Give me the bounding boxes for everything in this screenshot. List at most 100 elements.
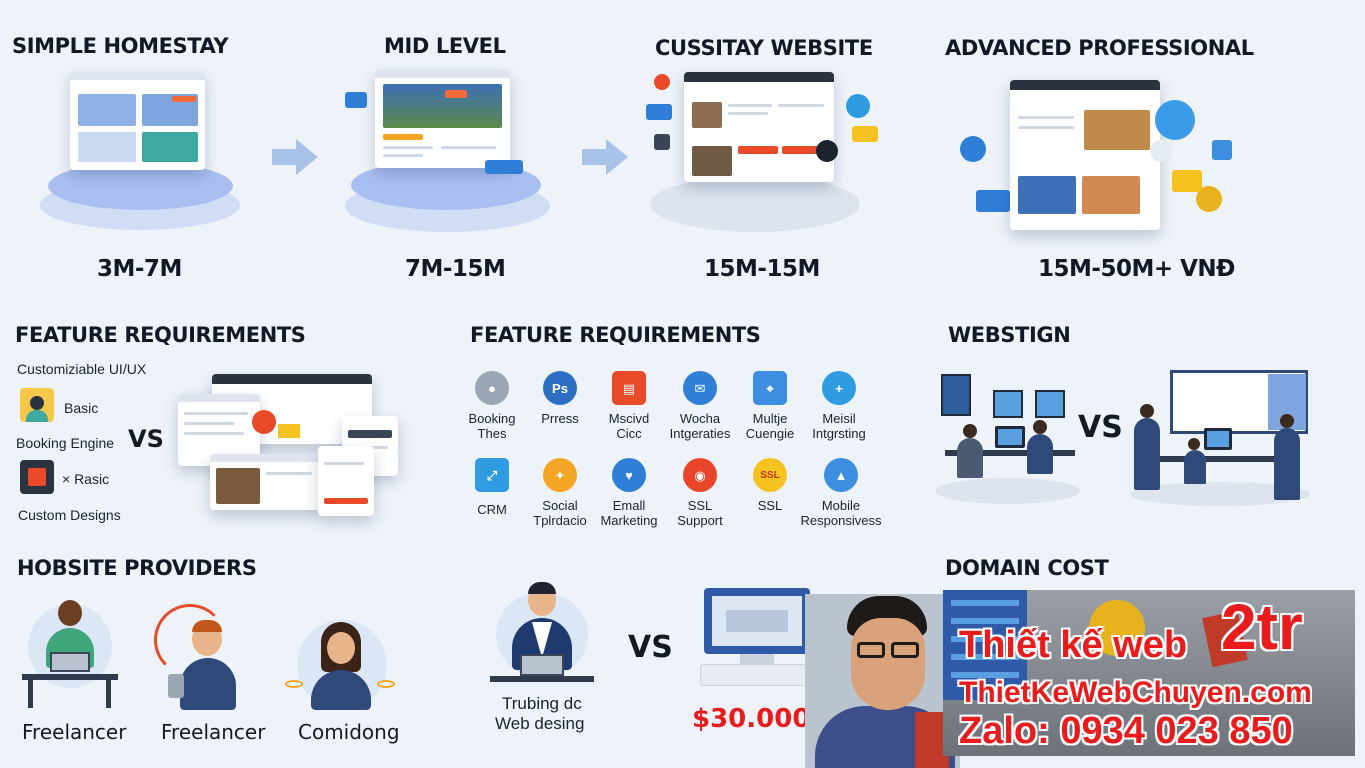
feature-label: Marketing (600, 513, 658, 528)
tier-illustration (30, 70, 250, 240)
arrow-head-icon (606, 139, 628, 175)
banner-headline: Thiết kế web (959, 624, 1188, 666)
coin-icon (1089, 600, 1145, 656)
tier-price: 3M-7M (97, 256, 182, 282)
provider-label: Comidong (298, 720, 400, 744)
freelancer-illustration (150, 604, 250, 714)
provider-label: Freelancer (22, 720, 127, 744)
feature-label: Cicc (616, 426, 642, 441)
office-illustration-left (935, 370, 1080, 510)
presenter-photo (805, 594, 960, 768)
feature-label: SSL (757, 498, 783, 513)
feature-item: Booking Engine (16, 435, 115, 451)
feature-label: Support (677, 513, 723, 528)
vs-label: VS (128, 425, 164, 453)
feature-crm: ⤢ CRM (444, 458, 540, 517)
feature-meisil: + Meisil Intgrsting (791, 371, 887, 441)
server-icon (943, 590, 1027, 700)
plus-icon: + (822, 371, 856, 405)
agency-illustration (488, 582, 598, 688)
ssl-icon: SSL (753, 458, 787, 492)
banner-price: 2tr (1221, 591, 1303, 663)
user-icon: ● (475, 371, 509, 405)
heart-icon: ♥ (612, 458, 646, 492)
section-title: FEATURE REQUIREMENTS (470, 323, 761, 347)
ssl-support-icon: ◉ (683, 458, 717, 492)
feature-label: Prress (541, 411, 579, 426)
feature-label: Social (542, 498, 578, 513)
vs-label: VS (628, 630, 673, 665)
tier-price: 15M-15M (704, 256, 820, 282)
feature-label: Intgrsting (812, 426, 866, 441)
freelancer-illustration (20, 594, 120, 710)
feature-booking: ● Booking Thes (444, 371, 540, 441)
tier-illustration (950, 70, 1245, 240)
office-illustration-right (1130, 370, 1310, 510)
arrow-head-icon (296, 139, 318, 175)
promo-banner: Thiết kế web 2tr ThietKeWebChuyen.com Za… (943, 590, 1355, 756)
feature-label: Wocha (679, 411, 721, 426)
tier-price: 7M-15M (405, 256, 506, 282)
provider-label: Freelancer (161, 720, 266, 744)
browser-mockup (70, 72, 205, 170)
feature-label: Booking (468, 411, 516, 426)
feature-item: × Rasic (62, 471, 110, 487)
ui-mockups (178, 372, 403, 520)
feature-label: CRM (477, 502, 507, 517)
feature-mscivd: ▤ Mscivd Cicc (581, 371, 677, 441)
computer-illustration (700, 588, 820, 688)
feature-label: Responsivess (800, 513, 882, 528)
document-icon: ▤ (612, 371, 646, 405)
feature-label: Tplrdacio (533, 513, 587, 528)
feature-email: ♥ Emall Marketing (581, 458, 677, 528)
feature-wocha: ✉ Wocha Intgeraties (652, 371, 748, 441)
agency-label: Web desing (495, 714, 585, 733)
arrow-right-icon (272, 149, 296, 165)
section-title: DOMAIN COST (945, 556, 1109, 580)
tier-title: CUSSITAY WEBSITE (655, 36, 873, 60)
feature-social: ✦ Social Tplrdacio (512, 458, 608, 528)
agency-label: Trubing dc (502, 694, 582, 713)
feature-label: Emall (612, 498, 646, 513)
section-title: WEBSTIGN (948, 323, 1071, 347)
feature-mobile: ▲ Mobile Responsivess (793, 458, 889, 528)
ps-icon: Ps (543, 371, 577, 405)
company-illustration (285, 616, 395, 716)
avatar-icon (20, 388, 54, 422)
section-title: HOBSITE PROVIDERS (17, 556, 257, 580)
tier-illustration (640, 68, 880, 238)
feature-ssl-support: ◉ SSL Support (652, 458, 748, 528)
feature-label: Mobile (821, 498, 861, 513)
feature-item: Custom Designs (18, 507, 121, 523)
feature-label: Multje (752, 411, 788, 426)
tier-price: 15M-50M+ VNĐ (1038, 256, 1235, 282)
feature-label: Meisil (822, 411, 856, 426)
feature-press: Ps Prress (512, 371, 608, 426)
social-icon: ✦ (543, 458, 577, 492)
banner-website: ThietKeWebChuyen.com (959, 676, 1312, 709)
feature-item: Basic (64, 400, 99, 416)
feature-item: Customiziable UI/UX (17, 361, 147, 377)
feature-label: Intgeraties (669, 426, 731, 441)
map-icon: ⌖ (753, 371, 787, 405)
feature-multje: ⌖ Multje Cuengie (722, 371, 818, 441)
app-icon (20, 460, 54, 494)
arrow-right-icon (582, 149, 606, 165)
tier-title: ADVANCED PROFESSIONAL (945, 36, 1254, 60)
feature-ssl: SSL SSL (722, 458, 818, 513)
tier-title: SIMPLE HOMESTAY (12, 34, 229, 58)
browser-mockup (375, 70, 510, 168)
banner-phone: Zalo: 0934 023 850 (959, 710, 1293, 752)
mobile-icon: ▲ (824, 458, 858, 492)
feature-label: SSL (687, 498, 713, 513)
chat-icon: ✉ (683, 371, 717, 405)
tier-illustration (335, 68, 560, 238)
tier-title: MID LEVEL (384, 34, 506, 58)
browser-mockup (1010, 80, 1160, 230)
feature-label: Mscivd (608, 411, 650, 426)
vs-label: VS (1078, 410, 1123, 445)
crm-icon: ⤢ (475, 458, 509, 492)
feature-label: Cuengie (745, 426, 795, 441)
feature-label: Thes (477, 426, 507, 441)
section-title: FEATURE REQUIREMENTS (15, 323, 306, 347)
